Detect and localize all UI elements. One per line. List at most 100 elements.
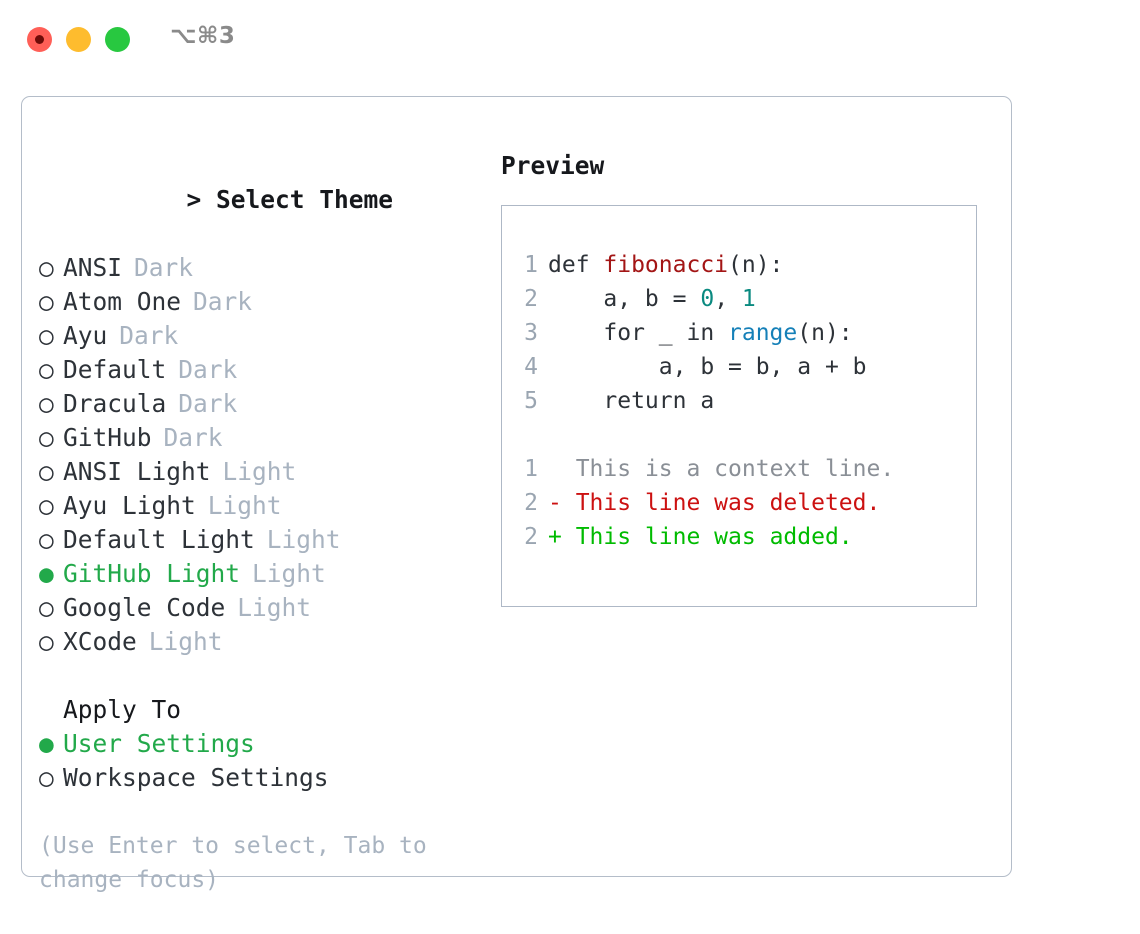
minimize-button[interactable] bbox=[66, 27, 91, 52]
theme-option-default-light[interactable]: ○ Default Light Light bbox=[39, 523, 489, 557]
radio-unselected-icon: ○ bbox=[39, 491, 54, 520]
theme-option-label: Default Light bbox=[63, 525, 255, 554]
apply-option-label: Workspace Settings bbox=[63, 763, 329, 792]
theme-variant-badge: Light bbox=[207, 491, 282, 520]
radio-unselected-icon: ○ bbox=[39, 525, 54, 554]
theme-option-label: GitHub Light bbox=[63, 559, 241, 588]
theme-option-github-light[interactable]: ● GitHub Light Light bbox=[39, 557, 489, 591]
code-line: 3 for _ in range(n): bbox=[502, 316, 976, 350]
theme-option-ayu-light[interactable]: ○ Ayu Light Light bbox=[39, 489, 489, 523]
close-button[interactable] bbox=[27, 27, 52, 52]
code-token-bif: range bbox=[728, 320, 798, 346]
code-line: 5 return a bbox=[502, 384, 976, 418]
radio-unselected-icon: ○ bbox=[39, 355, 54, 384]
diff-line-content: This line was deleted. bbox=[561, 490, 881, 516]
code-token-plain: def bbox=[548, 252, 604, 278]
theme-option-dracula[interactable]: ○ Dracula Dark bbox=[39, 387, 489, 421]
keyboard-shortcut-label: ⌥⌘3 bbox=[170, 23, 236, 49]
section-spacer bbox=[39, 659, 489, 693]
theme-variant-badge: Light bbox=[266, 525, 341, 554]
code-token-plain: , bbox=[714, 286, 742, 312]
theme-option-label: ANSI Light bbox=[63, 457, 211, 486]
code-token-plain: a, b = b, a + b bbox=[548, 354, 867, 380]
code-line-content: a, b = b, a + b bbox=[548, 350, 867, 384]
theme-option-label: Atom One bbox=[63, 287, 182, 316]
theme-variant-badge: Dark bbox=[119, 321, 179, 350]
select-theme-heading: > Select Theme bbox=[39, 149, 489, 251]
theme-option-label: Google Code bbox=[63, 593, 226, 622]
line-number: 1 bbox=[524, 456, 538, 482]
code-line-content: def fibonacci(n): bbox=[548, 248, 783, 282]
radio-unselected-icon: ○ bbox=[39, 763, 54, 792]
diff-line-content: This is a context line. bbox=[561, 456, 895, 482]
apply-to-heading: Apply To bbox=[63, 695, 182, 724]
code-token-num: 0 bbox=[700, 286, 715, 312]
code-token-fn: fibonacci bbox=[603, 252, 729, 278]
diff-marker bbox=[548, 452, 562, 486]
theme-option-ayu[interactable]: ○ Ayu Dark bbox=[39, 319, 489, 353]
diff-line-content: This line was added. bbox=[561, 524, 853, 550]
line-number: 3 bbox=[524, 320, 538, 346]
code-token-plain: (n): bbox=[797, 320, 853, 346]
theme-option-label: Ayu bbox=[63, 321, 108, 350]
line-number: 1 bbox=[524, 252, 538, 278]
theme-option-label: XCode bbox=[63, 627, 137, 656]
apply-option-workspace-settings[interactable]: ○ Workspace Settings bbox=[39, 761, 489, 795]
theme-option-label: Default bbox=[63, 355, 167, 384]
radio-unselected-icon: ○ bbox=[39, 457, 54, 486]
code-diff-spacer bbox=[502, 418, 976, 452]
theme-option-label: Ayu Light bbox=[63, 491, 196, 520]
maximize-button[interactable] bbox=[105, 27, 130, 52]
radio-unselected-icon: ○ bbox=[39, 423, 54, 452]
radio-selected-icon: ● bbox=[39, 729, 54, 758]
select-theme-title: Select Theme bbox=[216, 185, 394, 214]
theme-variant-badge: Dark bbox=[193, 287, 253, 316]
preview-heading: Preview bbox=[501, 151, 605, 180]
code-token-num: 1 bbox=[741, 286, 756, 312]
radio-unselected-icon: ○ bbox=[39, 389, 54, 418]
line-number: 4 bbox=[524, 354, 538, 380]
theme-variant-badge: Dark bbox=[163, 423, 223, 452]
code-line: 2 a, b = 0, 1 bbox=[502, 282, 976, 316]
code-token-plain: (n): bbox=[728, 252, 784, 278]
code-line: 1 def fibonacci(n): bbox=[502, 248, 976, 282]
traffic-lights bbox=[27, 27, 130, 52]
radio-unselected-icon: ○ bbox=[39, 627, 54, 656]
apply-to-list: ●User Settings○ Workspace Settings bbox=[39, 727, 489, 795]
radio-selected-icon: ● bbox=[39, 559, 54, 588]
theme-option-label: ANSI bbox=[63, 253, 123, 282]
theme-variant-badge: Dark bbox=[178, 389, 238, 418]
theme-option-label: Dracula bbox=[63, 389, 167, 418]
theme-option-xcode[interactable]: ○ XCode Light bbox=[39, 625, 489, 659]
theme-option-github[interactable]: ○ GitHub Dark bbox=[39, 421, 489, 455]
line-number: 2 bbox=[524, 524, 538, 550]
code-line-content: for _ in range(n): bbox=[548, 316, 853, 350]
theme-option-label: GitHub bbox=[63, 423, 152, 452]
code-token-plain: a, b = bbox=[548, 286, 701, 312]
theme-variant-badge: Light bbox=[252, 559, 326, 588]
diff-line-ctx: 1 This is a context line. bbox=[502, 452, 976, 486]
theme-variant-badge: Light bbox=[237, 593, 312, 622]
radio-unselected-icon: ○ bbox=[39, 321, 54, 350]
apply-option-user-settings[interactable]: ●User Settings bbox=[39, 727, 489, 761]
keyboard-hint-text: (Use Enter to select, Tab to change focu… bbox=[39, 833, 441, 893]
theme-variant-badge: Light bbox=[148, 627, 223, 656]
code-token-plain: return a bbox=[548, 388, 715, 414]
theme-option-google-code[interactable]: ○ Google Code Light bbox=[39, 591, 489, 625]
code-token-plain: for _ in bbox=[548, 320, 729, 346]
diff-line-del: 2- This line was deleted. bbox=[502, 486, 976, 520]
theme-variant-badge: Dark bbox=[134, 253, 194, 282]
line-number: 5 bbox=[524, 388, 538, 414]
code-line: 4 a, b = b, a + b bbox=[502, 350, 976, 384]
radio-unselected-icon: ○ bbox=[39, 593, 54, 622]
